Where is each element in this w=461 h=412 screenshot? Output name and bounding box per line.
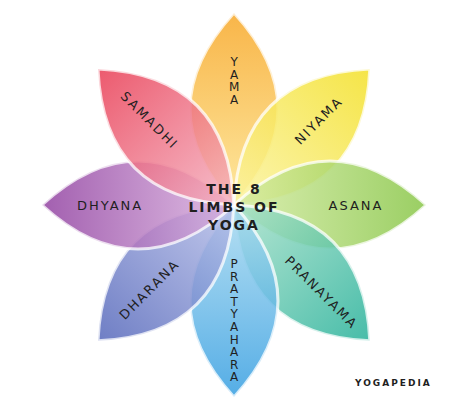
limb-label: DHYANA [77,198,143,213]
watermark: YOGAPEDIA [355,378,432,388]
limb-label: YAMA [227,56,241,106]
diagram-title: THE 8 LIMBS OF YOGA [180,180,288,235]
limb-label: ASANA [329,198,384,213]
limb-label: PRATYAHARA [227,258,241,384]
